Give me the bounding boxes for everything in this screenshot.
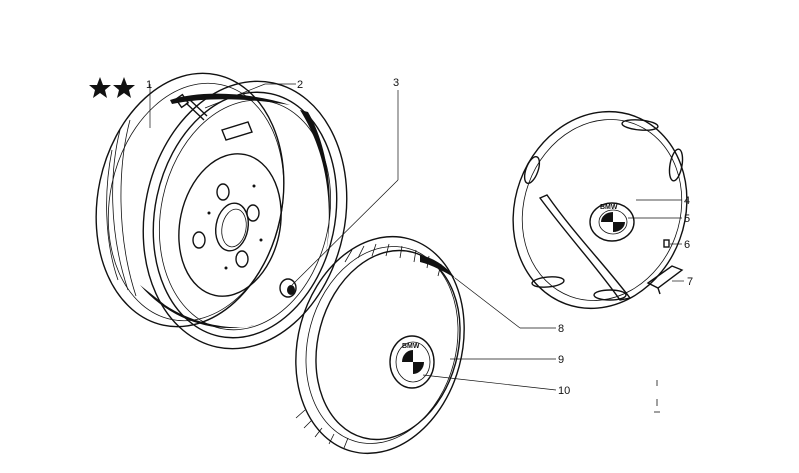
wheel-nut bbox=[279, 278, 297, 298]
callout-labels: 1 2 3 4 5 6 7 8 9 10 bbox=[146, 77, 693, 397]
callout-4: 4 bbox=[684, 195, 690, 207]
callout-7: 7 bbox=[687, 276, 693, 288]
wheel-cover: BMW bbox=[295, 235, 465, 455]
screw bbox=[663, 239, 670, 248]
leader-lines bbox=[149, 83, 684, 391]
marks bbox=[654, 380, 660, 413]
decorative-disc: BMW bbox=[512, 110, 688, 310]
two-star-icon bbox=[89, 77, 135, 98]
callout-8: 8 bbox=[558, 323, 564, 335]
valve-stem bbox=[174, 93, 208, 121]
emblem-text-disc: BMW bbox=[600, 204, 618, 211]
mounting-bracket bbox=[646, 265, 684, 295]
callout-5: 5 bbox=[684, 213, 690, 225]
callout-3: 3 bbox=[393, 77, 399, 89]
callout-1: 1 bbox=[146, 79, 152, 91]
callout-10: 10 bbox=[558, 385, 570, 397]
hub-cap: BMW bbox=[389, 335, 435, 389]
callout-2: 2 bbox=[297, 79, 303, 91]
callout-6: 6 bbox=[684, 239, 690, 251]
steel-wheel-rim bbox=[95, 72, 348, 350]
callout-9: 9 bbox=[558, 354, 564, 366]
emblem-text: BMW bbox=[402, 343, 420, 350]
bmw-emblem: BMW bbox=[589, 202, 635, 242]
